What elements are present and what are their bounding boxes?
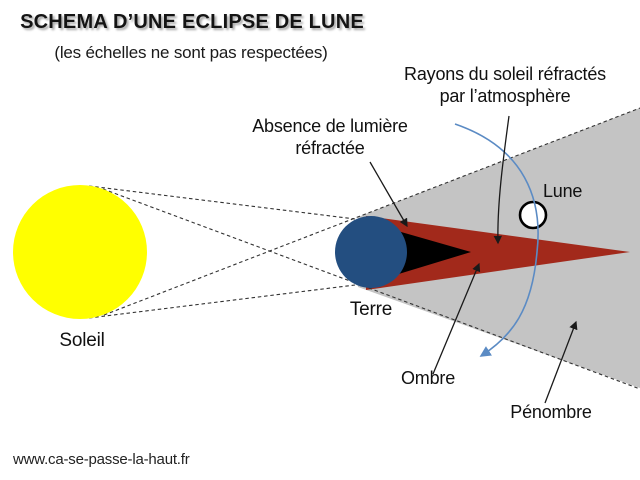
umbra-label: Ombre [400, 368, 456, 388]
penombre-arrow [544, 320, 578, 404]
website-url: www.ca-se-passe-la-haut.fr [13, 451, 190, 468]
moon-circle [518, 200, 548, 230]
absence-label: Absence de lumière réfractée [252, 115, 408, 159]
refracted-rays-label: Rayons du soleil réfractés par l’atmosph… [404, 63, 606, 107]
absence-arrow [369, 161, 408, 228]
tangent-line-inner-ascending [103, 107, 640, 316]
refracted-light-cone [366, 216, 630, 290]
penumbra-label: Pénombre [510, 402, 592, 422]
page-title: SCHEMA D’UNE ECLIPSE DE LUNE [20, 11, 364, 33]
absence-label-line1: Absence de lumière [252, 116, 408, 136]
page-subtitle: (les échelles ne sont pas respectées) [54, 43, 328, 62]
sun-circle [13, 185, 147, 319]
earth-label: Terre [349, 299, 393, 320]
earth-circle [335, 216, 407, 288]
tangent-line-inner-descending [102, 188, 640, 390]
ombre-arrow [432, 262, 481, 375]
tangent-line-outer-bottom [88, 284, 356, 319]
moon-label: Lune [543, 181, 583, 201]
rayons-arrow [493, 115, 510, 245]
tangent-line-outer-top [88, 185, 356, 220]
annotation-arrows-group [369, 115, 578, 404]
sun-label: Soleil [59, 330, 105, 351]
tangent-rays-group [88, 107, 640, 390]
refracted-rays-label-line2: par l’atmosphère [439, 86, 571, 106]
moon-trajectory-arc [454, 123, 539, 357]
absence-label-line2: réfractée [295, 138, 365, 158]
refracted-rays-label-line1: Rayons du soleil réfractés [404, 64, 606, 84]
